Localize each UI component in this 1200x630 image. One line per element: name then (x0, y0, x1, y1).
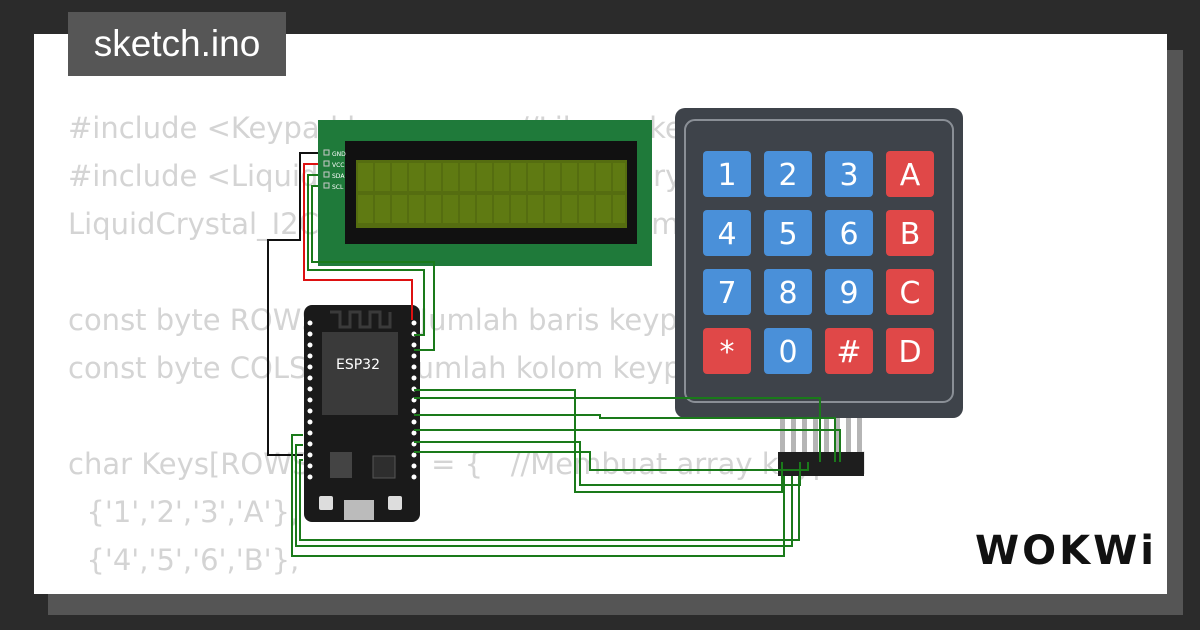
keypad-key-label: 8 (778, 276, 797, 311)
keypad-key-5[interactable]: 5 (764, 210, 812, 256)
keypad-key-label: 9 (839, 276, 858, 311)
lcd-pin-sda: SDA (332, 173, 345, 180)
lcd-display[interactable]: GND VCC SDA SCL (318, 120, 652, 266)
keypad-key-label: A (900, 158, 921, 193)
keypad-key-0[interactable]: 1 (703, 151, 751, 197)
esp32-label: ESP32 (336, 357, 380, 373)
keypad-key-13[interactable]: 0 (764, 328, 812, 374)
keypad-key-label: 1 (717, 158, 736, 193)
keypad-key-label: 6 (839, 217, 858, 252)
keypad-key-label: 0 (778, 335, 797, 370)
keypad-4x4[interactable]: 1 2 3 A 4 5 6 B 7 8 9 C * 0 # D (675, 108, 963, 476)
keypad-key-11[interactable]: C (886, 269, 934, 315)
keypad-key-label: 4 (717, 217, 736, 252)
keypad-key-label: 7 (717, 276, 736, 311)
esp32-board[interactable]: ESP32 (304, 305, 420, 522)
keypad-key-6[interactable]: 6 (825, 210, 873, 256)
lcd-pin-scl: SCL (332, 184, 344, 191)
code-line: {'1','2','3','A'}, (68, 495, 300, 529)
keypad-key-label: 5 (778, 217, 797, 252)
wires (267, 152, 841, 557)
code-line: {'7','8','9','C'}, (68, 584, 867, 594)
lcd-pin-vcc: VCC (332, 162, 344, 169)
keypad-key-3[interactable]: A (886, 151, 934, 197)
keypad-keys[interactable]: 1 2 3 A 4 5 6 B 7 8 9 C * 0 # D (703, 151, 934, 374)
keypad-key-label: 2 (778, 158, 797, 193)
keypad-key-8[interactable]: 7 (703, 269, 751, 315)
keypad-key-7[interactable]: B (886, 210, 934, 256)
keypad-key-9[interactable]: 8 (764, 269, 812, 315)
wokwi-logo: WOKWi (975, 528, 1157, 574)
lcd-pin-gnd: GND (332, 151, 346, 158)
keypad-key-label: C (900, 276, 921, 311)
keypad-key-label: D (898, 335, 921, 370)
file-tab[interactable]: sketch.ino (68, 12, 286, 76)
keypad-key-label: # (836, 335, 861, 370)
keypad-key-1[interactable]: 2 (764, 151, 812, 197)
keypad-key-10[interactable]: 9 (825, 269, 873, 315)
keypad-key-2[interactable]: 3 (825, 151, 873, 197)
keypad-key-14[interactable]: # (825, 328, 873, 374)
keypad-key-label: 3 (839, 158, 858, 193)
keypad-key-4[interactable]: 4 (703, 210, 751, 256)
keypad-key-label: * (720, 335, 735, 370)
keypad-key-label: B (900, 217, 921, 252)
code-line: {'4','5','6','B'}, (68, 543, 300, 577)
keypad-key-15[interactable]: D (886, 328, 934, 374)
keypad-key-12[interactable]: * (703, 328, 751, 374)
